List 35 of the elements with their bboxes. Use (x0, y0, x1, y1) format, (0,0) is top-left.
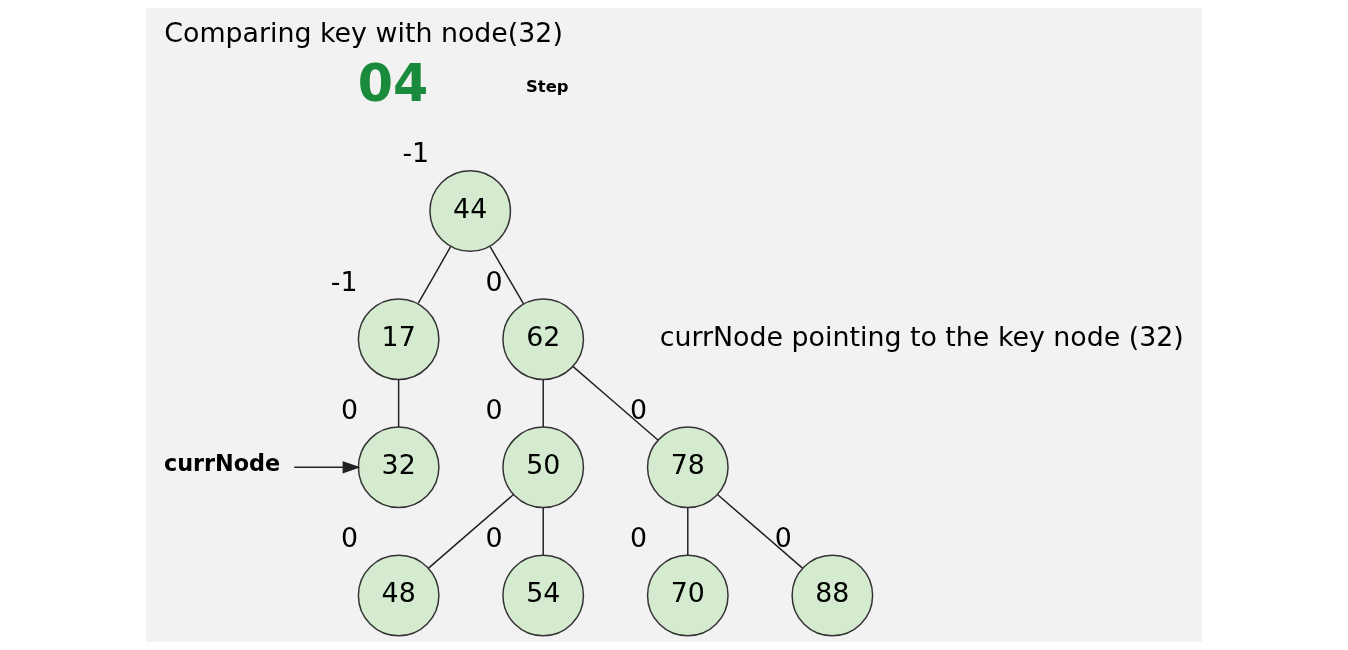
node-circle: 44 (429, 170, 512, 252)
connector (489, 245, 525, 305)
node-circle: 48 (357, 554, 440, 637)
node-label: 0 (340, 393, 358, 425)
connector (397, 378, 400, 428)
connector (542, 507, 544, 556)
connector (417, 245, 452, 305)
node-circle: 17 (357, 298, 440, 381)
arrow (293, 461, 361, 474)
connector (427, 494, 514, 569)
node-label: 0 (630, 521, 648, 553)
label: Step (526, 77, 569, 97)
node-circle: 50 (502, 426, 585, 509)
node-text: currNode (163, 450, 281, 477)
node-label: -1 (330, 265, 358, 297)
node-label: -1 (402, 137, 430, 169)
node-circle: 88 (791, 554, 874, 637)
node-circle: 78 (646, 426, 729, 509)
node-label: 0 (485, 521, 503, 553)
diagram-title: Comparing key with node(32) (164, 16, 563, 48)
node-circle: 62 (502, 298, 585, 381)
node-circle: 54 (502, 554, 585, 637)
label: 04 (357, 53, 429, 113)
node-circle: 32 (357, 426, 440, 509)
connector (687, 507, 689, 556)
connector (572, 365, 659, 441)
label: currNode pointing to the key node (32) (659, 320, 1184, 352)
node-label: 0 (774, 521, 792, 553)
node-label: 0 (485, 393, 503, 425)
node-label: 0 (340, 521, 358, 553)
connector (717, 494, 804, 569)
connector (542, 378, 544, 428)
node-label: 0 (485, 265, 503, 297)
node-circle: 70 (646, 554, 729, 637)
node-label: 0 (630, 393, 648, 425)
